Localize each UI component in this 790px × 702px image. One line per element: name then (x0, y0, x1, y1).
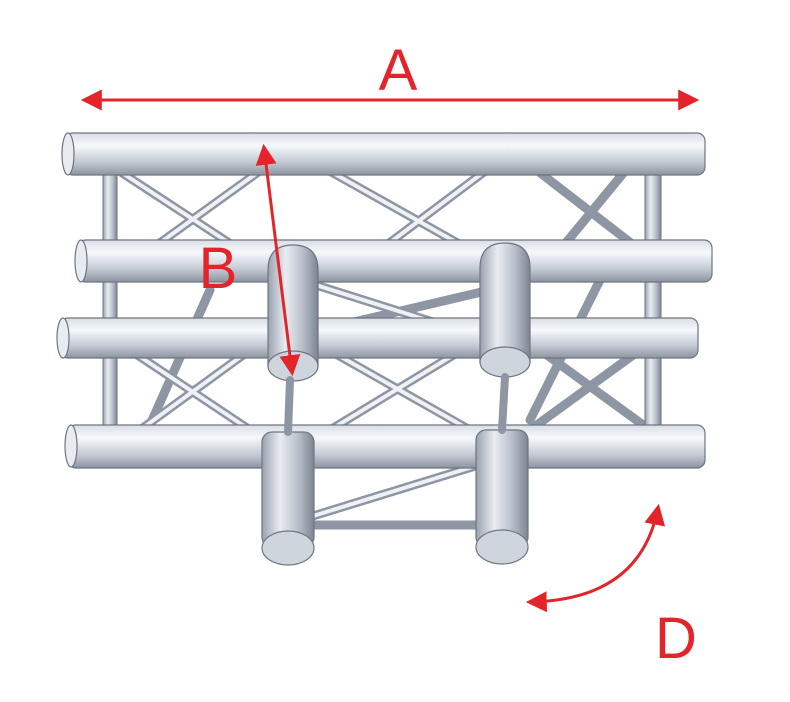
arrow-b-icon (255, 143, 301, 377)
dimension-b: B (199, 143, 301, 377)
rotation-d: D (525, 503, 697, 671)
arrow-d-icon (525, 503, 666, 613)
third-chord (59, 317, 699, 359)
dimension-a: A (80, 38, 700, 111)
top-chord (64, 132, 706, 176)
label-a: A (379, 38, 418, 103)
bottom-chord (67, 424, 706, 469)
label-d: D (655, 606, 697, 671)
branch-links (284, 373, 509, 436)
second-chord (77, 239, 713, 283)
label-b: B (199, 236, 238, 301)
branch-posts (261, 242, 531, 566)
horizontal-chords (56, 132, 713, 469)
